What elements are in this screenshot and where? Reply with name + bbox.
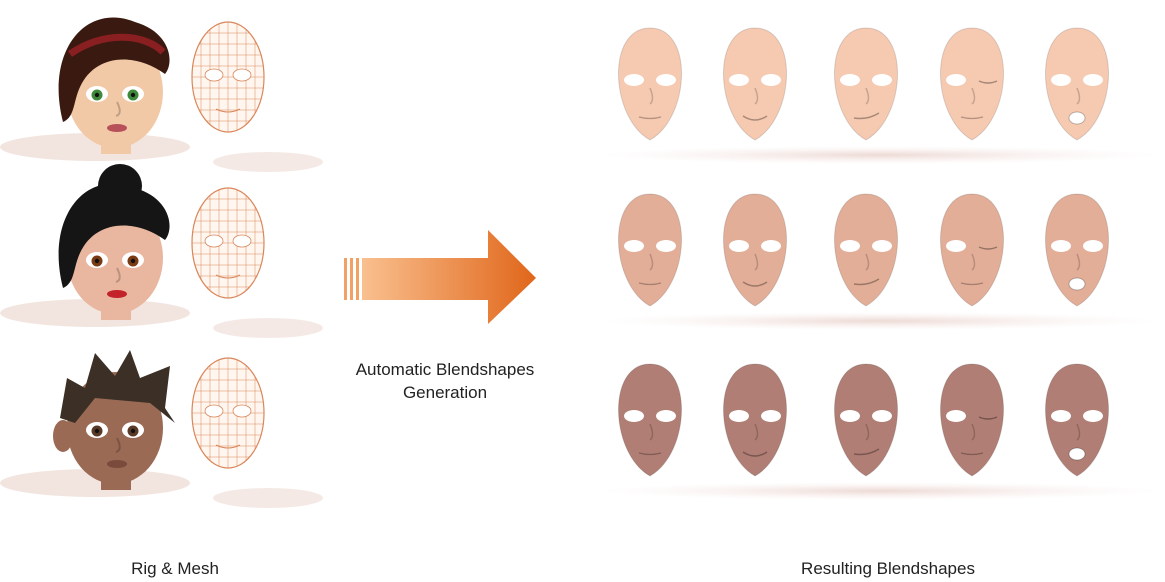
blendshape-face-neutral bbox=[618, 28, 681, 140]
blendshape-face-mouth-open bbox=[1045, 194, 1108, 306]
face-eye-right bbox=[761, 74, 781, 86]
character-pupil bbox=[131, 259, 135, 263]
wireframe-mesh-2 bbox=[192, 188, 323, 338]
face-eye-right bbox=[761, 240, 781, 252]
mesh-eye-hole bbox=[233, 235, 251, 247]
blendshape-face-smile bbox=[723, 364, 786, 476]
face-eye-right bbox=[872, 74, 892, 86]
character-pupil bbox=[95, 429, 99, 433]
character-3 bbox=[0, 350, 190, 497]
arrow-stripe-1 bbox=[344, 258, 347, 300]
face-eye-left bbox=[840, 240, 860, 252]
face-eye-left bbox=[729, 240, 749, 252]
character-lips bbox=[107, 460, 127, 468]
face-eye-left bbox=[624, 410, 644, 422]
process-caption-line2: Generation bbox=[310, 382, 580, 404]
character-2 bbox=[0, 164, 190, 327]
blendshape-face-smirk bbox=[834, 28, 897, 140]
face-eye-left bbox=[624, 74, 644, 86]
blendshape-row-shadow bbox=[600, 312, 1160, 330]
character-pupil bbox=[131, 93, 135, 97]
character-ear bbox=[53, 420, 73, 452]
mesh-eye-hole bbox=[233, 405, 251, 417]
character-lips bbox=[107, 290, 127, 298]
arrow-body bbox=[362, 230, 536, 324]
face-eye-right bbox=[1083, 240, 1103, 252]
face-mouth-open bbox=[1069, 278, 1085, 290]
character-lips bbox=[107, 124, 127, 132]
mesh-eye-hole bbox=[233, 69, 251, 81]
character-hair-bun bbox=[98, 164, 142, 208]
face-eye-left bbox=[729, 410, 749, 422]
face-eye-right bbox=[656, 410, 676, 422]
face-eye-right bbox=[1083, 410, 1103, 422]
blendshape-face-wink bbox=[940, 364, 1003, 476]
face-eye-left bbox=[946, 74, 966, 86]
face-mouth-open bbox=[1069, 112, 1085, 124]
blendshape-face-smirk bbox=[834, 364, 897, 476]
face-eye-right bbox=[872, 410, 892, 422]
character-pupil bbox=[95, 259, 99, 263]
mesh-shadow bbox=[213, 152, 323, 172]
face-eye-right bbox=[872, 240, 892, 252]
mesh-eye-hole bbox=[205, 235, 223, 247]
blendshape-row-shadow bbox=[600, 146, 1160, 164]
blendshape-face-smile bbox=[723, 28, 786, 140]
character-pupil bbox=[95, 93, 99, 97]
face-eye-left bbox=[1051, 410, 1071, 422]
face-eye-left bbox=[946, 240, 966, 252]
face-eye-right bbox=[1083, 74, 1103, 86]
arrow-stripe-2 bbox=[350, 258, 353, 300]
arrow-stripe-3 bbox=[356, 258, 359, 300]
face-eye-left bbox=[946, 410, 966, 422]
process-caption-line1: Automatic Blendshapes bbox=[310, 359, 580, 381]
face-mouth-open bbox=[1069, 448, 1085, 460]
face-eye-left bbox=[624, 240, 644, 252]
blendshape-face-neutral bbox=[618, 364, 681, 476]
blendshape-face-smile bbox=[723, 194, 786, 306]
mesh-shadow bbox=[213, 488, 323, 508]
blendshape-face-smirk bbox=[834, 194, 897, 306]
mesh-eye-hole bbox=[205, 405, 223, 417]
blendshape-face-mouth-open bbox=[1045, 364, 1108, 476]
rig-mesh-caption: Rig & Mesh bbox=[105, 558, 245, 580]
blendshape-face-neutral bbox=[618, 194, 681, 306]
face-eye-left bbox=[1051, 240, 1071, 252]
wireframe-mesh-1 bbox=[192, 22, 323, 172]
mesh-eye-hole bbox=[205, 69, 223, 81]
blendshape-face-mouth-open bbox=[1045, 28, 1108, 140]
blendshape-face-wink bbox=[940, 28, 1003, 140]
process-arrow bbox=[344, 230, 536, 324]
face-eye-left bbox=[1051, 74, 1071, 86]
blendshape-face-wink bbox=[940, 194, 1003, 306]
character-1 bbox=[0, 18, 190, 161]
character-pupil bbox=[131, 429, 135, 433]
face-eye-left bbox=[840, 410, 860, 422]
face-eye-left bbox=[729, 74, 749, 86]
mesh-shadow bbox=[213, 318, 323, 338]
face-eye-right bbox=[761, 410, 781, 422]
wireframe-mesh-3 bbox=[192, 358, 323, 508]
face-eye-right bbox=[656, 74, 676, 86]
face-eye-right bbox=[656, 240, 676, 252]
resulting-blendshapes-caption: Resulting Blendshapes bbox=[768, 558, 1008, 580]
blendshape-row-shadow bbox=[600, 482, 1160, 500]
face-eye-left bbox=[840, 74, 860, 86]
